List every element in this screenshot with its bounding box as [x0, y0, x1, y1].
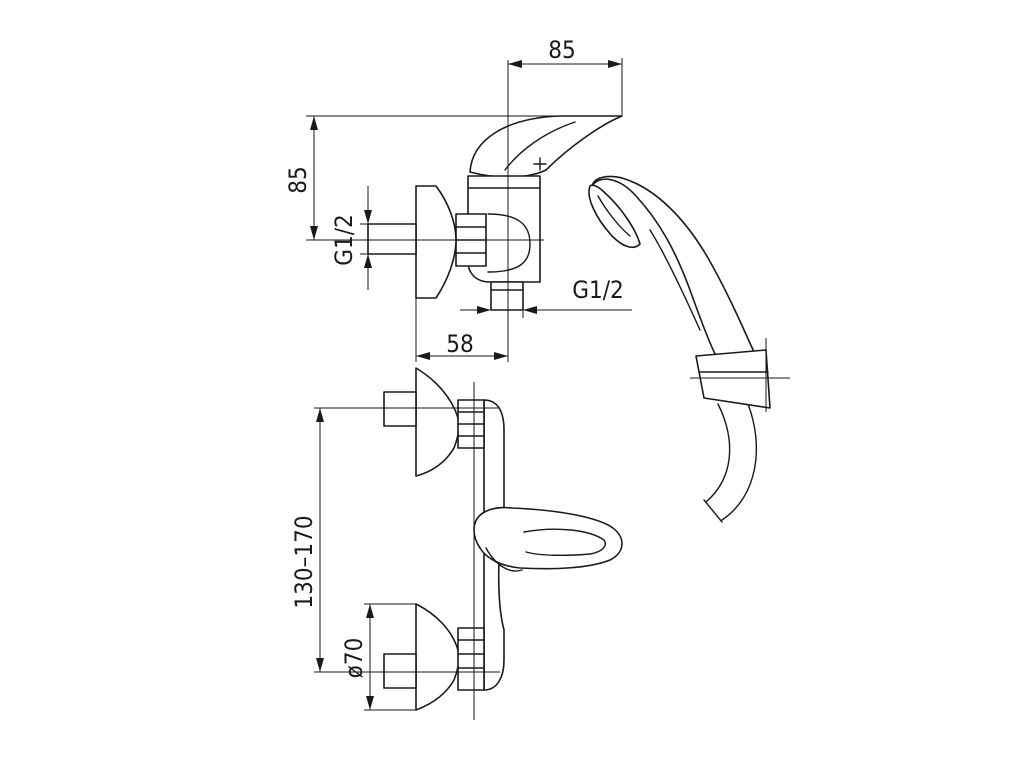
side-lever: [469, 115, 623, 178]
shower-holder: [695, 349, 771, 409]
dim-center-distance: 130–170: [290, 515, 318, 608]
front-lever: [473, 506, 623, 570]
side-dimensions: 85 85 G1/2 G1/2 58: [284, 36, 632, 362]
dim-outlet-thread: G1/2: [572, 276, 623, 304]
side-outlet: [490, 281, 524, 311]
dim-height: 85: [284, 166, 312, 193]
front-upper-rosette: [415, 367, 460, 477]
dim-rosette-diameter: ø70: [340, 638, 368, 679]
front-dimensions: 130–170 ø70: [290, 407, 416, 711]
front-lower-inlet: [383, 653, 417, 689]
side-rosette: [415, 185, 457, 299]
hand-shower: [588, 175, 790, 523]
front-lower-nut: [457, 627, 485, 691]
shower-head: [591, 175, 757, 357]
side-view: [354, 60, 623, 318]
side-inlet-pipe: [367, 223, 417, 255]
dim-inlet-thread: G1/2: [330, 214, 358, 265]
front-upper-inlet: [383, 391, 417, 427]
front-view: [354, 367, 623, 720]
front-lower-rosette: [415, 603, 460, 711]
dim-top-width: 85: [548, 36, 575, 64]
dim-depth: 58: [446, 330, 473, 358]
